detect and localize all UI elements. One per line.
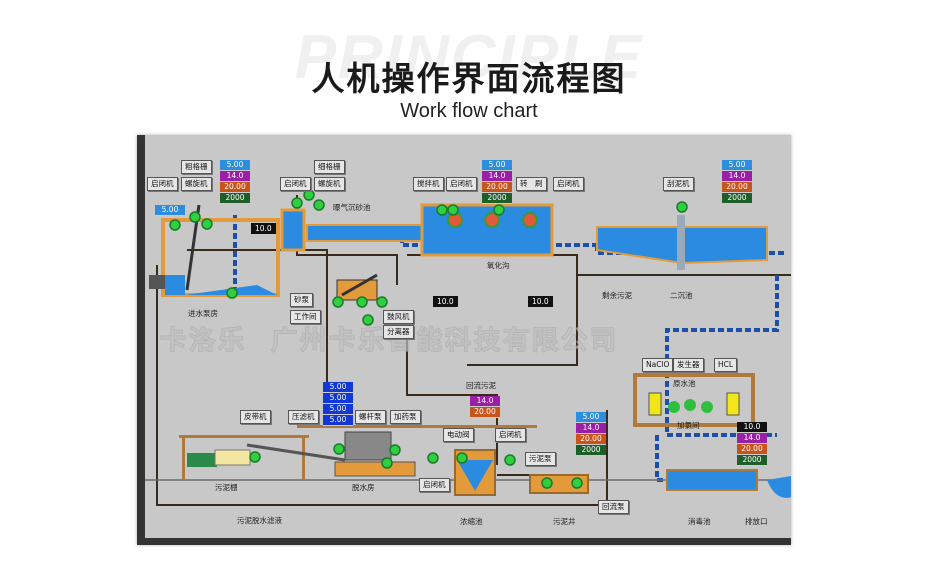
secondary-clarifier xyxy=(596,215,768,270)
value-box-concentration: 14.0 20.00 xyxy=(470,396,500,418)
dosing-pump-button[interactable]: 加药泵 xyxy=(390,410,421,424)
oxidation-ditch xyxy=(420,203,554,257)
scraper-button[interactable]: 刮泥机 xyxy=(663,177,694,191)
pipe-flow-readout-3: 10.0 xyxy=(528,296,553,307)
belt-machine-button[interactable]: 皮带机 xyxy=(240,410,271,424)
hoist-5-button[interactable]: 启闭机 xyxy=(495,428,526,442)
screw-pump-button[interactable]: 螺杆泵 xyxy=(355,410,386,424)
separator-button[interactable]: 分离器 xyxy=(383,325,414,339)
sand-pump-button[interactable]: 砂泵 xyxy=(290,293,313,307)
value-box-oxidation: 5.00 14.0 20.00 2000 xyxy=(482,160,512,204)
pipe-blue-4 xyxy=(665,275,779,437)
screw-2-button[interactable]: 螺旋机 xyxy=(314,177,345,191)
hoist-4-button[interactable]: 启闭机 xyxy=(553,177,584,191)
value-box-outlet: 10.0 14.0 20.00 2000 xyxy=(737,422,767,466)
sludge-pump-button[interactable]: 污泥泵 xyxy=(525,452,556,466)
electric-valve-button[interactable]: 电动阀 xyxy=(443,428,474,442)
rotary-brush-button[interactable]: 转 刷 xyxy=(516,177,547,191)
work-room-button[interactable]: 工作间 xyxy=(290,310,321,324)
sludge-well-caption: 污泥井 xyxy=(553,517,576,526)
value-box-inlet: 5.00 14.0 20.00 2000 xyxy=(220,160,250,204)
value-box-sludge-well: 5.00 14.0 20.00 2000 xyxy=(576,412,606,456)
inlet-level-readout: 5.00 xyxy=(155,205,185,216)
raw-tank-caption: 原水池 xyxy=(673,379,696,388)
watermark: 卡洛乐 广州卡乐智能科技有限公司 xyxy=(159,320,620,357)
hoist-2-button[interactable]: 启闭机 xyxy=(280,177,311,191)
dosing-room-caption: 加氯间 xyxy=(677,421,700,430)
pipe-inlet-return xyxy=(187,249,328,385)
page-title: 人机操作界面流程图 xyxy=(311,59,627,98)
value-box-dewater: 5.00 5.00 5.00 5.00 xyxy=(323,382,353,426)
page-subtitle: Work flow chart xyxy=(400,100,538,122)
disinfection-tank-caption: 消毒池 xyxy=(688,517,711,526)
concentration-tank-caption: 浓缩池 xyxy=(460,517,483,526)
generator-button[interactable]: 发生器 xyxy=(673,358,704,372)
excess-sludge-caption: 剩余污泥 xyxy=(602,291,632,300)
watermark-company: 广州卡乐智能科技有限公司 xyxy=(271,326,620,357)
outfall-caption: 排放口 xyxy=(745,517,768,526)
hoist-3-button[interactable]: 启闭机 xyxy=(446,177,477,191)
pipe-flow-readout-2: 10.0 xyxy=(433,296,458,307)
aerated-grit-caption: 曝气沉砂池 xyxy=(333,203,371,212)
oxidation-ditch-caption: 氧化沟 xyxy=(487,261,510,270)
dewater-room-caption: 脱水房 xyxy=(352,483,375,492)
panel-border-bottom xyxy=(137,538,791,545)
return-sludge-caption: 回流污泥 xyxy=(466,381,496,390)
fine-grid-button[interactable]: 细格栅 xyxy=(314,160,345,174)
hoist-1-button[interactable]: 启闭机 xyxy=(147,177,178,191)
naclo-button[interactable]: NaClO xyxy=(642,358,674,372)
screw-1-button[interactable]: 螺旋机 xyxy=(181,177,212,191)
hoist-6-button[interactable]: 启闭机 xyxy=(419,478,450,492)
disinfection-tank xyxy=(666,469,791,498)
pipe-flow-readout-1: 10.0 xyxy=(251,223,276,234)
hcl-button[interactable]: HCL xyxy=(714,358,738,372)
filter-press-button[interactable]: 压滤机 xyxy=(288,410,319,424)
background-word: PRINCIPLE xyxy=(294,23,644,92)
sludge-shed-caption: 污泥棚 xyxy=(215,483,238,492)
process-diagram xyxy=(145,189,791,506)
sludge-dewater-filtrate-caption: 污泥脱水滤液 xyxy=(237,516,282,525)
blower-button[interactable]: 鼓风机 xyxy=(383,310,414,324)
inlet-pump-room-caption: 进水泵房 xyxy=(188,309,218,318)
value-box-clarifier: 5.00 14.0 20.00 2000 xyxy=(722,160,752,204)
mixer-button[interactable]: 搅拌机 xyxy=(413,177,444,191)
watermark-logo: 卡洛乐 xyxy=(159,326,248,357)
dosing-room xyxy=(633,373,755,427)
pipe-filtrate xyxy=(156,265,608,506)
motor-indicators xyxy=(169,189,688,489)
grit-chamber xyxy=(280,208,423,301)
return-pump-button[interactable]: 回流泵 xyxy=(598,500,629,514)
coarse-grid-button[interactable]: 粗格栅 xyxy=(181,160,212,174)
dewater-station xyxy=(179,425,537,480)
panel-border-left xyxy=(137,135,145,545)
secondary-clarifier-caption: 二沉池 xyxy=(670,291,693,300)
